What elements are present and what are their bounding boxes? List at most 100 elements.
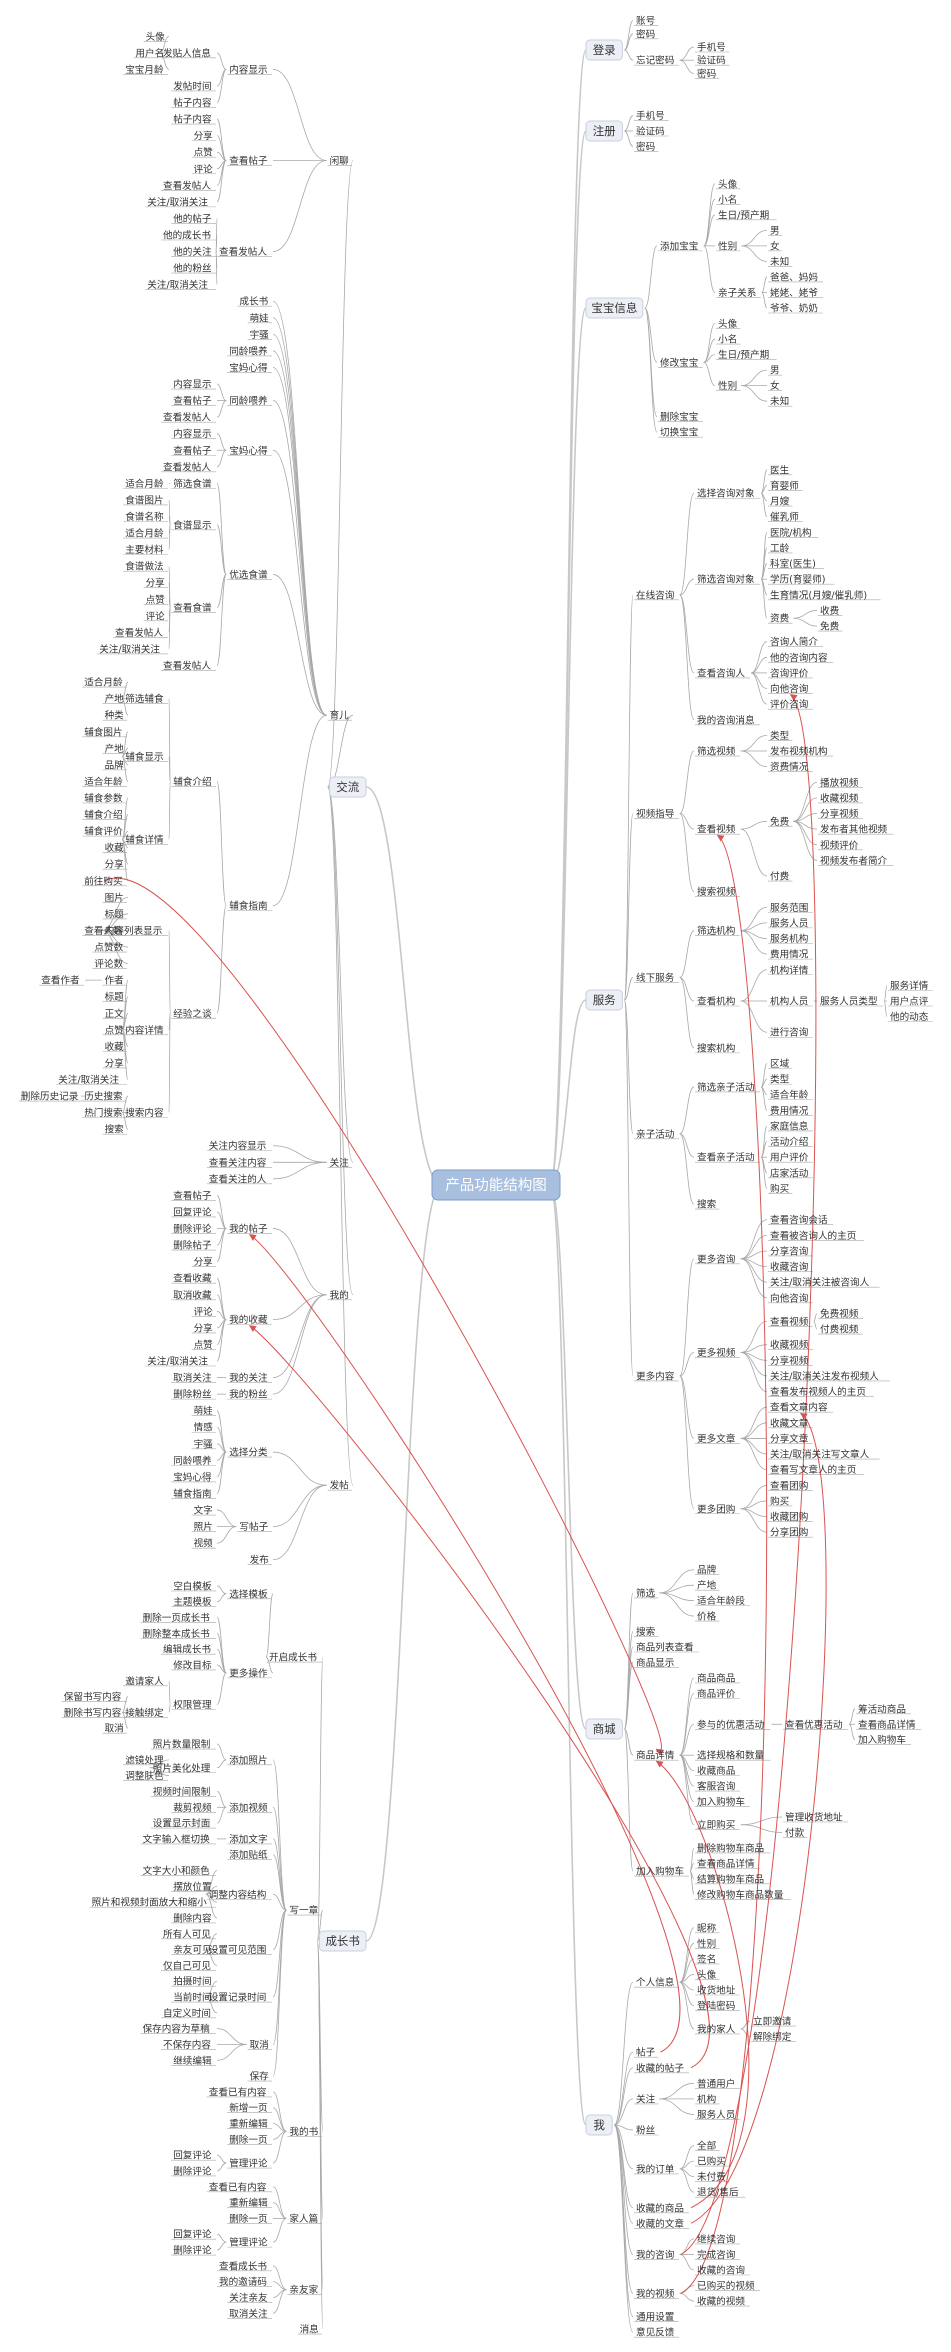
mindmap-node[interactable]: 立即购买 [697, 1819, 735, 1831]
mindmap-node[interactable]: 通用设置 [636, 2312, 675, 2323]
mindmap-node[interactable]: 商品评价 [697, 1688, 736, 1700]
mindmap-node[interactable]: 亲友家 [289, 2284, 318, 2296]
mindmap-node[interactable]: 查看文章内容 [770, 1402, 828, 1414]
mindmap-node[interactable]: 适合月龄 [84, 677, 123, 689]
mindmap-node[interactable]: 查看已有内容 [209, 2086, 267, 2098]
mindmap-node[interactable]: 宝妈心得 [173, 1471, 212, 1483]
mindmap-node[interactable]: 结算购物车商品 [697, 1873, 764, 1885]
mindmap-node[interactable]: 活动介绍 [770, 1136, 808, 1148]
mindmap-node[interactable]: 设置显示封面 [153, 1818, 211, 1830]
mindmap-node[interactable]: 辅食显示 [125, 751, 164, 763]
mindmap-node[interactable]: 修改宝宝 [660, 357, 698, 369]
mindmap-node[interactable]: 内容详情 [125, 1024, 164, 1036]
mindmap-node[interactable]: 取消关注 [173, 1372, 212, 1384]
mindmap-node[interactable]: 消息 [300, 2324, 320, 2336]
mindmap-node[interactable]: 分享文章 [770, 1433, 809, 1445]
mindmap-node[interactable]: 服务人员 [770, 917, 808, 929]
mindmap-node[interactable]: 历史搜索 [84, 1091, 122, 1103]
mindmap-node[interactable]: 删除一页 [229, 2134, 267, 2146]
mindmap-node[interactable]: 保留书写内容 [64, 1691, 122, 1703]
mindmap-node[interactable]: 查看发帖人 [163, 180, 211, 192]
mindmap-node[interactable]: 适合月龄 [125, 478, 164, 490]
mindmap-node[interactable]: 服务详情 [890, 980, 929, 992]
mindmap-node[interactable]: 月嫂 [770, 497, 790, 508]
mindmap-node[interactable]: 筛选亲子活动 [697, 1081, 755, 1093]
mindmap-node[interactable]: 接触绑定 [125, 1707, 164, 1719]
mindmap-node[interactable]: 取消 [105, 1723, 124, 1735]
mindmap-node[interactable]: 用户评价 [770, 1152, 809, 1164]
mindmap-node[interactable]: 保存内容为草稿 [143, 2023, 211, 2035]
mindmap-node[interactable]: 拍摄时间 [173, 1976, 211, 1988]
mindmap-node[interactable]: 继续编辑 [173, 2055, 212, 2067]
mindmap-node[interactable]: 继续咨询 [697, 2233, 736, 2245]
mindmap-node[interactable]: 类型 [770, 730, 790, 742]
mindmap-node[interactable]: 关注 [330, 1157, 350, 1169]
mindmap-node[interactable]: 照片数量限制 [153, 1739, 211, 1751]
mindmap-node[interactable]: 分享视频 [820, 808, 859, 820]
mindmap-node[interactable]: 育婴师 [770, 480, 799, 492]
mindmap-node[interactable]: 付费视频 [820, 1324, 859, 1336]
mindmap-node[interactable]: 播放视频 [820, 777, 859, 789]
mindmap-node[interactable]: 分享 [105, 1057, 125, 1069]
mindmap-node[interactable]: 图片 [105, 892, 124, 904]
mindmap-node[interactable]: 客服咨询 [697, 1781, 736, 1793]
mindmap-node[interactable]: 修改购物车商品数量 [697, 1889, 784, 1901]
mindmap-node[interactable]: 全部 [697, 2140, 717, 2152]
mindmap-node[interactable]: 删除粉丝 [173, 1389, 212, 1401]
mindmap-node[interactable]: 亲子关系 [718, 287, 756, 299]
mindmap-node[interactable]: 回复评论 [173, 1206, 212, 1218]
mindmap-node[interactable]: 回复评论 [173, 2229, 212, 2241]
mindmap-node[interactable]: 管理评论 [229, 2237, 268, 2249]
mindmap-node[interactable]: 宝宝月龄 [125, 64, 164, 76]
mindmap-node[interactable]: 不保存内容 [163, 2039, 211, 2051]
mindmap-node[interactable]: 收藏的文章 [636, 2218, 684, 2230]
mindmap-node[interactable]: 头像 [718, 318, 738, 330]
mindmap-node[interactable]: 辅食参数 [84, 793, 123, 805]
mindmap-node[interactable]: 密码 [636, 141, 656, 153]
mindmap-node[interactable]: 立即邀请 [753, 2016, 792, 2028]
main-branch-box[interactable] [585, 989, 623, 1011]
mindmap-node[interactable]: 设置记录时间 [209, 1992, 267, 2004]
mindmap-node[interactable]: 我的帖子 [229, 1223, 268, 1235]
mindmap-node[interactable]: 收藏的视频 [697, 2296, 745, 2308]
mindmap-node[interactable]: 退货/售后 [697, 2187, 739, 2199]
mindmap-node[interactable]: 分享 [105, 859, 125, 871]
mindmap-node[interactable]: 食谱显示 [173, 519, 212, 531]
mindmap-node[interactable]: 删除帖子 [173, 1240, 212, 1252]
main-branch-box[interactable] [585, 120, 623, 142]
mindmap-node[interactable]: 查看商品详情 [858, 1719, 916, 1731]
mindmap-node[interactable]: 查看视频 [770, 1316, 809, 1328]
mindmap-node[interactable]: 内容显示 [173, 428, 212, 440]
mindmap-node[interactable]: 更多团购 [697, 1503, 735, 1515]
mindmap-node[interactable]: 免费 [820, 621, 840, 633]
mindmap-node[interactable]: 他的帖子 [173, 213, 212, 225]
mindmap-node[interactable]: 照片和视频封面放大和缩小 [92, 1897, 208, 1909]
mindmap-node[interactable]: 昵称 [697, 1922, 717, 1934]
mindmap-node[interactable]: 收藏视频 [770, 1339, 809, 1351]
mindmap-node[interactable]: 删除一页成长书 [143, 1612, 211, 1624]
mindmap-node[interactable]: 分享视频 [770, 1355, 809, 1367]
mindmap-node[interactable]: 主要材料 [125, 544, 164, 556]
mindmap-node[interactable]: 我的收藏 [229, 1314, 268, 1326]
mindmap-node[interactable]: 关注/取消关注 [147, 1356, 208, 1368]
mindmap-node[interactable]: 筹活动商品 [858, 1703, 906, 1715]
mindmap-node[interactable]: 写一章 [289, 1905, 318, 1917]
mindmap-node[interactable]: 用户点评 [890, 996, 929, 1008]
mindmap-node[interactable]: 免费视频 [820, 1308, 859, 1320]
mindmap-node[interactable]: 参与的优惠活动 [697, 1719, 765, 1731]
mindmap-node[interactable]: 查看发帖人 [163, 461, 211, 473]
mindmap-node[interactable]: 我的粉丝 [229, 1389, 268, 1401]
mindmap-node[interactable]: 已购买 [697, 2156, 726, 2168]
mindmap-node[interactable]: 权限管理 [173, 1699, 212, 1711]
mindmap-node[interactable]: 修改目标 [173, 1659, 212, 1671]
mindmap-node[interactable]: 编辑成长书 [163, 1644, 211, 1656]
mindmap-node[interactable]: 普通用户 [697, 2078, 735, 2090]
mindmap-node[interactable]: 未知 [770, 256, 789, 268]
mindmap-node[interactable]: 验证码 [636, 126, 665, 138]
mindmap-node[interactable]: 成长书 [239, 296, 268, 308]
mindmap-node[interactable]: 查看成长书 [219, 2260, 267, 2272]
mindmap-node[interactable]: 经验之谈 [173, 1008, 212, 1020]
mindmap-node[interactable]: 辅食详情 [125, 834, 164, 846]
mindmap-node[interactable]: 分享 [194, 130, 214, 142]
mindmap-node[interactable]: 查看发帖人 [219, 246, 267, 258]
